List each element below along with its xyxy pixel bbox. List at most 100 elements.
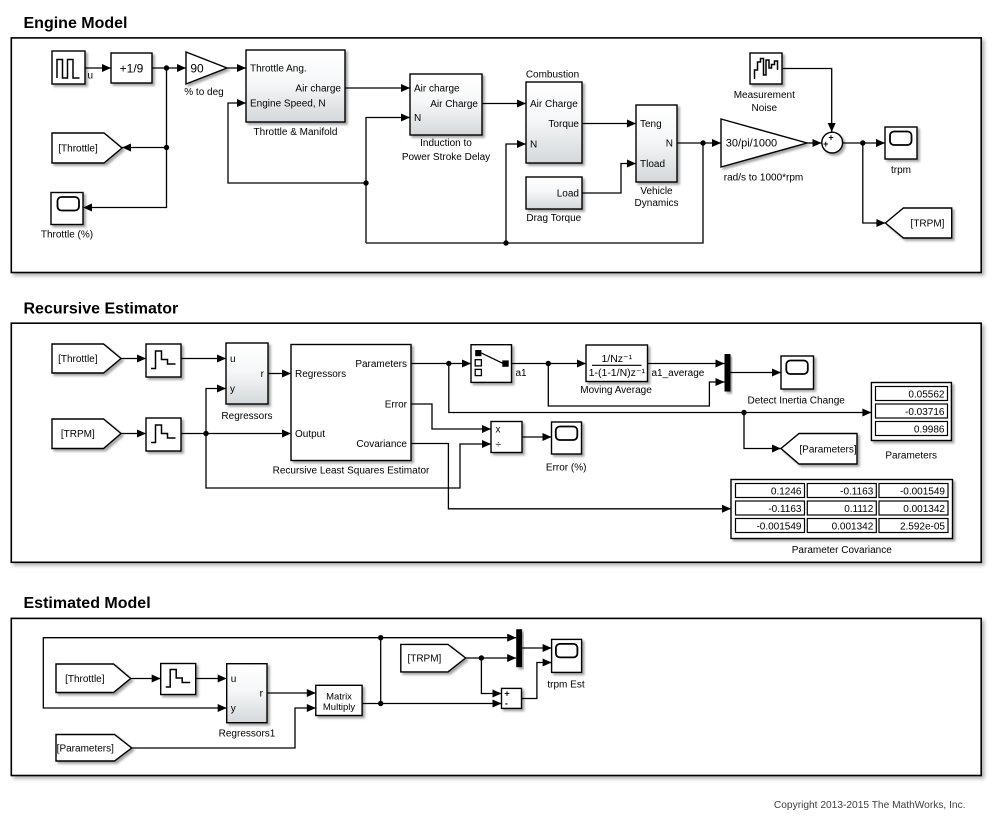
- engine-model-title: Engine Model: [24, 15, 128, 32]
- detect-inertia-scope-block[interactable]: [780, 355, 815, 390]
- signal-label-a1: a1: [516, 368, 528, 379]
- parameters-display-block[interactable]: 0.05562 -0.03716 0.9986: [870, 381, 953, 442]
- svg-text:30/pi/1000: 30/pi/1000: [726, 138, 777, 150]
- from-trpm-tag[interactable]: [TRPM]: [51, 418, 123, 450]
- svg-text:0.001342: 0.001342: [903, 504, 945, 515]
- svg-text:0.9986: 0.9986: [914, 425, 945, 436]
- mux3-block[interactable]: [516, 629, 523, 668]
- hold-block-1[interactable]: [145, 343, 182, 378]
- display-cell: [806, 517, 877, 534]
- svg-text:Load: Load: [557, 189, 579, 200]
- scope-screen-icon: [56, 196, 80, 212]
- svg-text:+1/9: +1/9: [120, 62, 144, 76]
- regressors-block[interactable]: u y r: [225, 342, 269, 405]
- from-throttle3-tag[interactable]: [Throttle]: [55, 663, 132, 694]
- rls-estimator-block[interactable]: Regressors Output Parameters Error Covar…: [290, 343, 412, 462]
- svg-text:Torque: Torque: [548, 119, 579, 130]
- sum3-block[interactable]: + -: [500, 687, 523, 710]
- svg-text:N: N: [666, 139, 673, 150]
- covariance-display-caption: Parameter Covariance: [792, 545, 892, 556]
- gain-pct-to-deg-block[interactable]: 90: [185, 50, 229, 86]
- display-cell: [874, 403, 949, 419]
- display-cell: [734, 482, 806, 499]
- display-cell: [874, 420, 949, 437]
- svg-text:r: r: [261, 369, 265, 380]
- svg-text:0.001342: 0.001342: [832, 522, 874, 533]
- gain-rpm-block[interactable]: 30/pi/1000: [720, 118, 810, 168]
- regressors1-block[interactable]: u y r: [225, 663, 268, 724]
- from-throttle-tag[interactable]: [Throttle]: [51, 343, 123, 374]
- wire-branch-to-divide-den: [205, 433, 491, 489]
- throttle-manifold-block[interactable]: Throttle Ang. Air charge Engine Speed, N: [245, 49, 346, 123]
- svg-text:0.1112: 0.1112: [844, 504, 874, 515]
- wire-n-feedback: [366, 143, 704, 244]
- wire-feedback-to-regressors1-y: [42, 637, 381, 709]
- combustion-block[interactable]: Air Charge Torque N: [525, 81, 583, 164]
- goto-trpm-tag[interactable]: [TRPM]: [884, 207, 953, 239]
- svg-text:+: +: [504, 689, 509, 699]
- moving-average-block[interactable]: 1/Nz⁻¹ 1-(1-1/N)z⁻¹: [585, 344, 649, 383]
- goto-parameters-tag[interactable]: [Parameters]: [779, 432, 858, 465]
- trpm-scope-caption: trpm: [891, 165, 911, 176]
- pulse-generator-block[interactable]: [51, 50, 86, 85]
- display-cell: [806, 500, 877, 516]
- recursive-estimator-title: Recursive Estimator: [24, 301, 179, 318]
- display-cell: [734, 500, 806, 516]
- svg-text:Multiply: Multiply: [323, 702, 355, 713]
- copyright-text: Copyright 2013-2015 The MathWorks, Inc.: [774, 800, 966, 811]
- from-trpm3-tag[interactable]: [TRPM]: [400, 643, 467, 673]
- svg-text:r: r: [260, 689, 264, 700]
- pulse-signal-label: u: [88, 71, 94, 82]
- svg-text:-0.1163: -0.1163: [840, 487, 874, 498]
- drag-torque-caption: Drag Torque: [526, 213, 581, 224]
- svg-text:[Parameters]: [Parameters]: [799, 444, 856, 455]
- wire-feedback-to-induction-n: [365, 116, 410, 243]
- matrix-multiply-block[interactable]: Matrix Multiply: [315, 684, 363, 717]
- svg-text:1/Nz⁻¹: 1/Nz⁻¹: [601, 353, 632, 365]
- covariance-display-block[interactable]: 0.1246 -0.1163 -0.001549 -0.1163 0.1112 …: [730, 478, 954, 540]
- drag-torque-block[interactable]: Load: [525, 176, 583, 210]
- svg-text:x: x: [496, 425, 501, 436]
- svg-text:[Throttle]: [Throttle]: [65, 674, 105, 685]
- svg-text:Tload: Tload: [640, 159, 665, 170]
- svg-text:Teng: Teng: [640, 119, 662, 130]
- svg-text:90: 90: [190, 62, 204, 76]
- scope-screen-icon: [889, 130, 913, 146]
- hold-block-2[interactable]: [145, 417, 182, 452]
- wire-parameters-to-display: [448, 363, 872, 414]
- wire-branch-to-throttle-scope: [83, 68, 168, 209]
- selector-block[interactable]: [470, 344, 513, 384]
- gain-one-ninth-block[interactable]: +1/9: [110, 52, 153, 84]
- svg-text:N: N: [414, 113, 421, 124]
- induction-block[interactable]: Air charge Air Charge N: [409, 73, 483, 136]
- throttle-manifold-caption: Throttle & Manifold: [254, 127, 338, 138]
- svg-text:[TRPM]: [TRPM]: [911, 219, 945, 230]
- from-parameters3-tag[interactable]: [Parameters]: [55, 733, 133, 762]
- sum-block[interactable]: + +: [821, 131, 844, 154]
- mux-block[interactable]: [724, 354, 731, 392]
- moving-average-caption: Moving Average: [580, 385, 652, 396]
- measurement-noise-caption-line2: Noise: [752, 103, 778, 114]
- svg-text:Output: Output: [295, 429, 325, 440]
- hold-block-3[interactable]: [159, 662, 197, 696]
- wire-covariance-to-display: [411, 442, 731, 510]
- svg-text:Engine Speed, N: Engine Speed, N: [250, 99, 326, 110]
- vehicle-dynamics-block[interactable]: Teng N Tload: [635, 104, 678, 183]
- svg-text:+: +: [828, 132, 833, 142]
- measurement-noise-block[interactable]: [749, 52, 783, 85]
- svg-text:0.1246: 0.1246: [771, 487, 802, 498]
- svg-text:Matrix: Matrix: [326, 691, 352, 702]
- display-cell: [878, 482, 949, 499]
- error-scope-block[interactable]: [550, 421, 583, 455]
- trpm-scope-block[interactable]: [884, 126, 918, 160]
- rls-estimator-caption: Recursive Least Squares Estimator: [273, 465, 430, 476]
- svg-text:y: y: [230, 384, 235, 395]
- divide-block[interactable]: x ÷: [490, 420, 523, 454]
- goto-throttle-tag[interactable]: [Throttle]: [51, 132, 124, 164]
- trpm-est-scope-block[interactable]: [550, 638, 583, 674]
- vehicle-dynamics-caption-line2: Dynamics: [635, 198, 679, 209]
- error-scope-caption: Error (%): [546, 463, 587, 474]
- throttle-pct-scope-block[interactable]: [50, 191, 84, 226]
- estimated-model-section-box: [10, 617, 983, 777]
- estimated-model-title: Estimated Model: [24, 595, 151, 612]
